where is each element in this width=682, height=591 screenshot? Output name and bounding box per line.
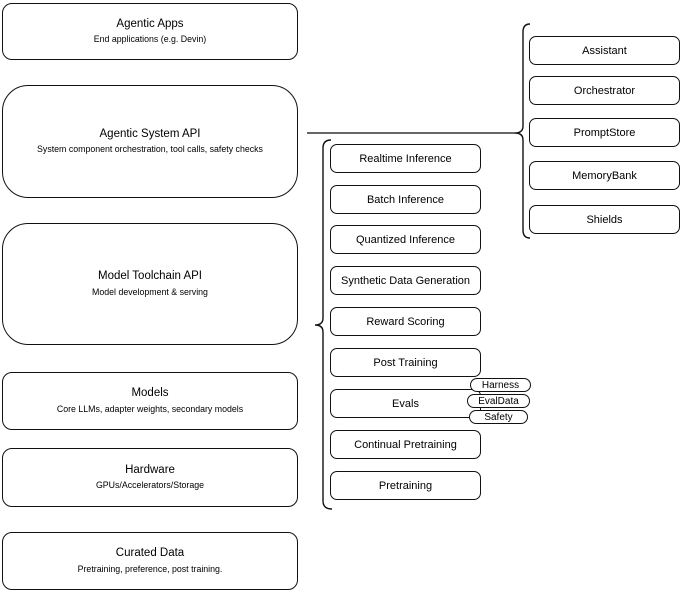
orchestrator-box: Orchestrator [529,76,680,105]
memorybank-box: MemoryBank [529,161,680,190]
box-title: Models [131,387,169,400]
box-label: Synthetic Data Generation [340,274,471,287]
box-label: Realtime Inference [359,152,452,165]
box-subtitle: System component orchestration, tool cal… [37,144,263,155]
continual-pretraining-box: Continual Pretraining [330,430,481,459]
evaldata-tag: EvalData [467,394,530,408]
box-label: Evals [392,397,419,410]
reward-scoring-box: Reward Scoring [330,307,481,336]
quantized-inference-box: Quantized Inference [330,225,481,254]
batch-inference-box: Batch Inference [330,185,481,214]
box-title: Agentic Apps [116,17,184,30]
box-label: Shields [586,213,623,226]
synthetic-data-generation-box: Synthetic Data Generation [330,266,481,295]
box-label: Quantized Inference [355,233,456,246]
box-label: MemoryBank [572,169,637,182]
tag-label: Harness [481,379,520,391]
realtime-inference-box: Realtime Inference [330,144,481,173]
box-label: PromptStore [573,126,636,139]
box-label: Assistant [582,44,627,57]
box-subtitle: Pretraining, preference, post training. [77,563,223,574]
agentic-system-api-box: Agentic System API System component orch… [2,85,298,198]
pretraining-box: Pretraining [330,471,481,500]
box-title: Hardware [125,463,175,476]
assistant-box: Assistant [529,36,680,65]
box-label: Post Training [373,356,438,369]
box-label: Continual Pretraining [354,438,457,451]
model-toolchain-api-box: Model Toolchain API Model development & … [2,223,298,345]
box-label: Pretraining [378,479,433,492]
agentic-apps-box: Agentic Apps End applications (e.g. Devi… [2,3,298,60]
box-subtitle: End applications (e.g. Devin) [93,34,207,45]
hardware-box: Hardware GPUs/Accelerators/Storage [2,448,298,507]
tag-label: Safety [484,411,513,423]
box-label: Batch Inference [366,193,445,206]
post-training-box: Post Training [330,348,481,377]
box-subtitle: Core LLMs, adapter weights, secondary mo… [56,403,244,414]
box-label: Reward Scoring [366,315,445,328]
box-title: Agentic System API [99,127,201,140]
box-title: Model Toolchain API [98,270,202,283]
curated-data-box: Curated Data Pretraining, preference, po… [2,532,298,590]
box-label: Orchestrator [573,84,636,97]
box-title: Curated Data [115,547,185,560]
models-box: Models Core LLMs, adapter weights, secon… [2,372,298,430]
safety-tag: Safety [469,410,528,424]
tag-label: EvalData [478,395,519,407]
promptstore-box: PromptStore [529,118,680,147]
box-subtitle: Model development & serving [92,286,208,297]
system-components-brace [514,23,531,239]
evals-box: Evals [330,389,481,418]
harness-tag: Harness [470,378,531,392]
shields-box: Shields [529,205,680,234]
box-subtitle: GPUs/Accelerators/Storage [95,480,205,491]
